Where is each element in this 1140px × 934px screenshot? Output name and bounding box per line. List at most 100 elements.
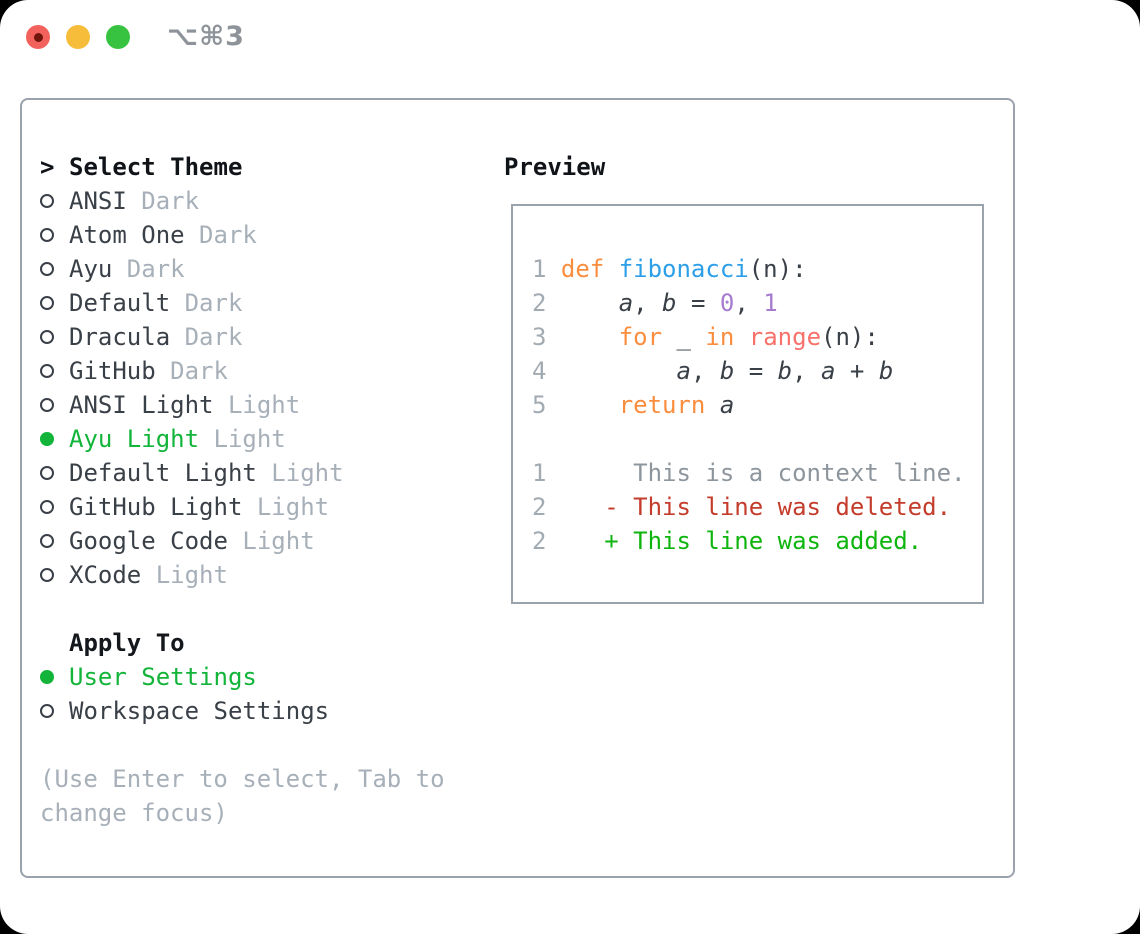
code-segment: a xyxy=(618,289,634,317)
theme-variant-badge: Dark xyxy=(155,357,228,385)
theme-name: Ayu Light xyxy=(69,425,200,453)
code-segment: b xyxy=(719,357,735,385)
code-segment: , xyxy=(633,289,663,317)
apply-option-workspace-settings[interactable]: Workspace Settings xyxy=(40,694,480,728)
radio-icon xyxy=(40,398,69,412)
window-title: ⌥⌘3 xyxy=(167,21,245,52)
theme-name: ANSI Light xyxy=(69,391,214,419)
code-segment: a xyxy=(719,391,735,419)
theme-variant-badge: Light xyxy=(141,561,228,589)
theme-item-atom-one[interactable]: Atom One Dark xyxy=(40,218,480,252)
radio-icon xyxy=(40,194,69,208)
radio-circle xyxy=(40,704,54,718)
code-segment: + This line was added. xyxy=(560,527,923,555)
theme-item-github[interactable]: GitHub Dark xyxy=(40,354,480,388)
code-segment xyxy=(734,323,748,351)
radio-selected-icon xyxy=(40,432,69,446)
theme-name: Default Light xyxy=(69,459,257,487)
apply-option-label: User Settings xyxy=(69,663,257,691)
theme-item-ayu-light[interactable]: Ayu Light Light xyxy=(40,422,480,456)
code-segment: b xyxy=(878,357,894,385)
theme-item-default[interactable]: Default Dark xyxy=(40,286,480,320)
code-line: 2 - This line was deleted. xyxy=(532,490,982,524)
theme-name: GitHub xyxy=(69,357,156,385)
code-segment: return xyxy=(618,391,706,419)
apply-to-header: Apply To xyxy=(40,626,480,660)
code-segment: 1 xyxy=(763,289,778,317)
zoom-button[interactable] xyxy=(106,25,130,49)
radio-icon xyxy=(40,704,69,718)
theme-name: Ayu xyxy=(69,255,113,283)
radio-circle xyxy=(40,466,54,480)
radio-icon xyxy=(40,534,69,548)
code-line: 5 return a xyxy=(532,388,982,422)
apply-option-user-settings[interactable]: User Settings xyxy=(40,660,480,694)
theme-item-ansi-light[interactable]: ANSI Light Light xyxy=(40,388,480,422)
close-button[interactable] xyxy=(26,25,50,49)
radio-icon xyxy=(40,262,69,276)
code-line: 2 a, b = 0, 1 xyxy=(532,286,982,320)
code-segment: for xyxy=(618,323,663,351)
code-segment: b xyxy=(662,289,677,317)
theme-item-dracula[interactable]: Dracula Dark xyxy=(40,320,480,354)
line-number: 1 xyxy=(532,459,547,487)
theme-item-ansi[interactable]: ANSI Dark xyxy=(40,184,480,218)
code-segment: This is a context line. xyxy=(560,459,966,487)
theme-variant-badge: Dark xyxy=(170,289,243,317)
code-segment xyxy=(705,391,719,419)
theme-name: Google Code xyxy=(69,527,228,555)
theme-variant-badge: Light xyxy=(213,391,301,419)
minimize-button[interactable] xyxy=(66,25,90,49)
code-segment: def xyxy=(560,255,619,283)
line-number: 2 xyxy=(532,527,547,555)
radio-icon xyxy=(40,330,69,344)
theme-item-xcode[interactable]: XCode Light xyxy=(40,558,480,592)
radio-icon xyxy=(40,228,69,242)
radio-circle xyxy=(40,398,54,412)
radio-icon xyxy=(40,466,69,480)
radio-icon xyxy=(40,364,69,378)
code-segment: = xyxy=(676,289,720,317)
theme-item-github-light[interactable]: GitHub Light Light xyxy=(40,490,480,524)
caret-glyph: > xyxy=(40,153,55,181)
theme-list-header: > Select Theme xyxy=(40,150,480,184)
radio-icon xyxy=(40,500,69,514)
apply-to-title: Apply To xyxy=(69,629,185,657)
theme-list-title: Select Theme xyxy=(69,153,243,181)
code-segment: b xyxy=(777,357,793,385)
theme-variant-badge: Light xyxy=(242,493,330,521)
theme-item-google-code[interactable]: Google Code Light xyxy=(40,524,480,558)
theme-variant-badge: Dark xyxy=(126,187,200,215)
code-segment: + xyxy=(835,357,879,385)
apply-option-label: Workspace Settings xyxy=(69,697,330,725)
theme-variant-badge: Dark xyxy=(184,221,257,249)
radio-circle xyxy=(40,228,54,242)
theme-name: Dracula xyxy=(69,323,171,351)
code-segment: - This line was deleted. xyxy=(560,493,952,521)
radio-circle xyxy=(40,364,54,378)
theme-variant-badge: Dark xyxy=(170,323,243,351)
hint-text: (Use Enter to select, Tab to change focu… xyxy=(40,765,445,827)
theme-item-default-light[interactable]: Default Light Light xyxy=(40,456,480,490)
code-line: 4 a, b = b, a + b xyxy=(532,354,982,388)
radio-selected-icon xyxy=(40,670,69,684)
code-segment xyxy=(561,357,677,385)
code-segment: in xyxy=(705,323,735,351)
code-segment xyxy=(561,323,619,351)
theme-name: GitHub Light xyxy=(69,493,243,521)
radio-circle xyxy=(40,500,54,514)
line-number: 4 xyxy=(532,357,547,385)
code-segment: = xyxy=(734,357,778,385)
theme-item-ayu[interactable]: Ayu Dark xyxy=(40,252,480,286)
preview-title: Preview xyxy=(504,153,606,181)
code-segment xyxy=(561,289,619,317)
code-segment: (n): xyxy=(821,323,879,351)
close-dot-icon xyxy=(33,32,43,42)
theme-variant-badge: Light xyxy=(227,527,315,555)
radio-circle xyxy=(40,534,54,548)
line-number: 5 xyxy=(532,391,547,419)
